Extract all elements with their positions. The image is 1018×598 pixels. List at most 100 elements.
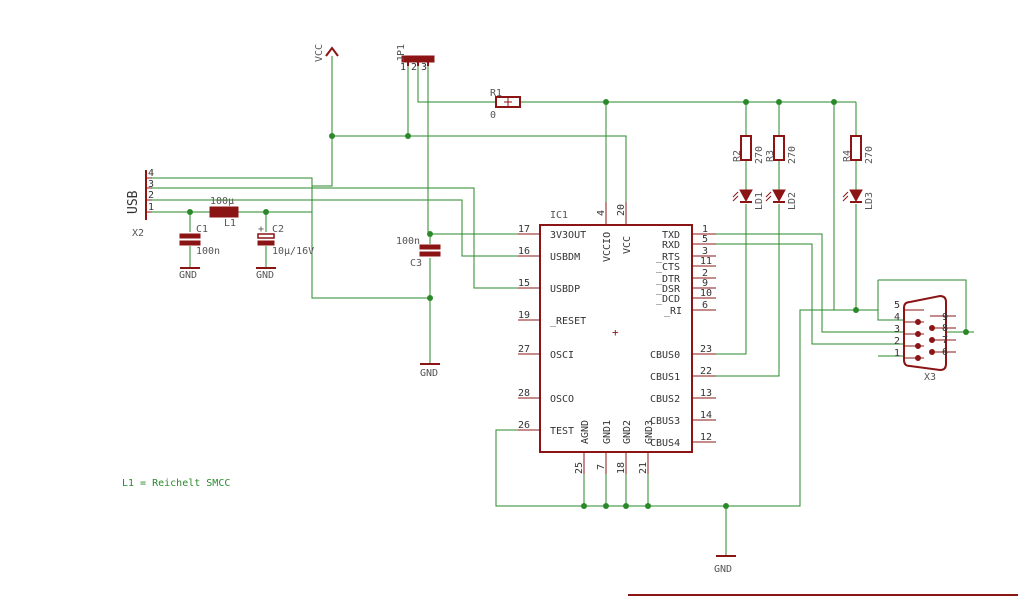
ic1-pin-name-vcc: VCC [622,236,633,254]
c1-capacitor: C1 100n [179,224,220,257]
ic1-pin-num-13: 13 [700,388,712,399]
ic1-pin-name-dtr: _DTR [656,274,681,285]
r2-value: 270 [754,146,765,164]
ld3-led: LD3 [842,189,875,210]
r3-ref: R3 [765,150,776,162]
ic1-pin-num-15: 15 [518,278,530,289]
ic1-pin-num-9: 9 [702,278,708,289]
x2-label: USB [126,190,141,214]
ic1-pin-num-11: 11 [700,256,712,267]
ic1-pin-name-gnd2: GND2 [622,420,633,444]
vcc-label: VCC [314,44,325,62]
x2-pin-3: 3 [148,179,154,190]
ic1-ref: IC1 [550,210,568,221]
jp1-ref: JP1 [396,44,407,62]
gnd-label-c2: GND [256,270,274,281]
ic1-pin-name-usbdm: USBDM [550,252,580,263]
l1-value: 100µ [210,196,234,207]
gnd-label-main: GND [714,564,732,575]
ld1-ref: LD1 [754,192,765,210]
ic1-pin-name-ri: _RI [664,306,682,317]
jp1-pin-1: 1 [400,62,406,73]
jp1-jumper: JP1 1 2 3 [396,44,435,73]
ic1-pin-num-27: 27 [518,344,530,355]
x3-db9-connector: 5 4 3 2 1 9 8 7 6 X3 [894,294,956,383]
ic1-pin-name-vccio: VCCIO [602,232,613,262]
ic1-pin-num-18: 18 [616,462,627,474]
ic1-pin-name-dcd: _DCD [656,294,680,305]
c2-value: 10µ/16V [272,246,314,257]
junctions [187,99,969,509]
ic1-pin-num-6: 6 [702,300,708,311]
x3-pin-3: 3 [894,324,900,335]
ic1-pin-num-21: 21 [638,462,649,474]
ic1-pin-num-10: 10 [700,288,712,299]
c1-ref: C1 [196,224,208,235]
ic1-pin-name-3v3out: 3V3OUT [550,230,586,241]
ic1-pin-num-7: 7 [596,464,607,470]
r2-resistor: R2 270 [732,135,765,164]
ic1-pin-name-test: TEST [550,426,574,437]
x2-pin-1: 1 [148,202,154,213]
ld2-led: LD2 [765,189,798,210]
ld2-ref: LD2 [787,192,798,210]
svg-text:+: + [612,326,619,339]
ic1-pin-name-rts: _RTS [656,252,680,263]
gnd-symbol-c1: GND [179,267,200,281]
ic1-pin-num-4: 4 [596,210,607,216]
gnd-symbol-c3: GND [420,363,440,379]
parts-note: L1 = Reichelt SMCC [122,478,230,489]
ic1-pin-name-cbus2: CBUS2 [650,394,680,405]
ic1-pin-num-23: 23 [700,344,712,355]
x3-pin-8: 8 [942,323,948,334]
ic1-pin-name-cbus3: CBUS3 [650,416,680,427]
jp1-pin-3: 3 [421,62,427,73]
x3-pin-1: 1 [894,348,900,359]
ic1-pin-name-cbus1: CBUS1 [650,372,680,383]
c3-capacitor: 100n C3 [396,236,441,269]
ic1-pin-num-12: 12 [700,432,712,443]
ic1-pin-name-cbus0: CBUS0 [650,350,680,361]
ic1-pin-name-gnd1: GND1 [602,420,613,444]
r4-resistor: R4 270 [842,135,875,164]
ic1-pin-num-28: 28 [518,388,530,399]
svg-text:+: + [258,224,264,235]
x2-usb-connector: USB X2 4 3 2 1 [126,168,154,239]
ic1-pin-num-20: 20 [616,204,627,216]
ic1-top-pins: 4 VCCIO 20 VCC [596,202,633,262]
ic1-pin-name-dsr: _DSR [656,284,681,295]
ic1-pin-name-gnd3: GND3 [644,420,655,444]
ic1-pin-num-25: 25 [574,462,585,474]
ic1-pin-num-22: 22 [700,366,712,377]
ic1-pin-num-17: 17 [518,224,530,235]
x3-ref: X3 [924,372,936,383]
r3-resistor: R3 270 [765,135,798,164]
c2-capacitor: + C2 10µ/16V [257,224,314,257]
jp1-pin-2: 2 [411,62,417,73]
ic1-pin-num-5: 5 [702,234,708,245]
r2-ref: R2 [732,150,743,162]
gnd-label-c3: GND [420,368,438,379]
ic1-right-pins: TXD 1 RXD 5 _RTS 3 _CTS 11 _DTR 2 _DSR 9… [650,224,716,449]
l1-inductor: 100µ L1 [209,196,239,229]
gnd-label-c1: GND [179,270,197,281]
ld1-led: LD1 [732,189,765,210]
x3-pin-6: 6 [942,347,948,358]
ic1-pin-name-usbdp: USBDP [550,284,580,295]
ic1-pin-num-1: 1 [702,224,708,235]
ic1-bottom-pins: AGND 25 GND1 7 GND2 18 GND3 21 [574,420,655,474]
x3-pin-7: 7 [942,335,948,346]
wires [152,56,974,556]
ic1-pin-name-osci: OSCI [550,350,574,361]
ic1-pin-name-rxd: RXD [662,240,680,251]
ld3-ref: LD3 [864,192,875,210]
r4-value: 270 [864,146,875,164]
x3-pin-4: 4 [894,312,900,323]
x3-pin-2: 2 [894,336,900,347]
r1-value: 0 [490,110,496,121]
ic1-pin-name-txd: TXD [662,230,680,241]
ic1-pin-num-14: 14 [700,410,712,421]
x2-pin-2: 2 [148,190,154,201]
x2-pin-4: 4 [148,168,154,179]
